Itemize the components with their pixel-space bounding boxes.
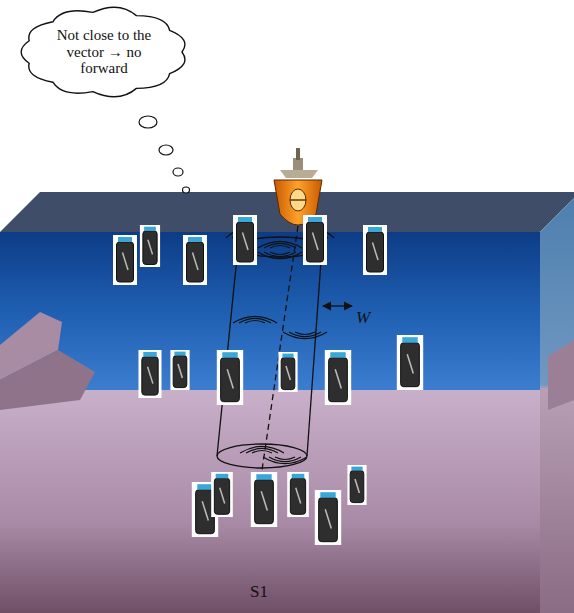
signal-wave [289, 332, 321, 337]
sensor-node [217, 350, 243, 405]
signal-wave [270, 252, 290, 255]
sensor-node [140, 225, 160, 267]
signal-wave [264, 252, 296, 257]
sensor-node [233, 215, 257, 265]
sensor-node [363, 225, 387, 275]
sensor-node [397, 335, 423, 390]
cloud-outline [21, 7, 185, 97]
width-label: W [356, 308, 370, 328]
sensor-node [325, 350, 351, 405]
sensor-node [278, 352, 297, 392]
signal-wave [258, 241, 302, 248]
cloud-text: Not close to the vector → no forward [45, 27, 163, 77]
sensor-node [211, 472, 233, 517]
signal-wave [252, 451, 272, 454]
sensor-node [183, 235, 207, 285]
sensor-node [138, 350, 161, 398]
signal-wave [264, 243, 296, 248]
sensor-node [170, 350, 189, 390]
sensor-node [113, 235, 137, 285]
signal-wave [295, 332, 315, 335]
signal-wave [240, 446, 284, 453]
sensor-label: S1 [250, 582, 268, 602]
signal-wave [246, 448, 278, 453]
sensor-node [303, 215, 327, 265]
sensor-node [287, 472, 309, 517]
signal-wave [269, 457, 301, 462]
signal-wave [245, 321, 265, 324]
signal-wave [263, 457, 307, 464]
signal-wave [239, 318, 271, 323]
signal-wave [233, 316, 277, 323]
sensor-node [251, 472, 277, 527]
thought-cloud: Not close to the vector → no forward [14, 2, 194, 102]
signal-wave [258, 252, 302, 259]
signal-wave [283, 332, 327, 339]
signal-wave [270, 246, 290, 249]
sensor-node [347, 465, 366, 505]
signal-wave [275, 457, 295, 460]
sensor-node [315, 490, 341, 545]
